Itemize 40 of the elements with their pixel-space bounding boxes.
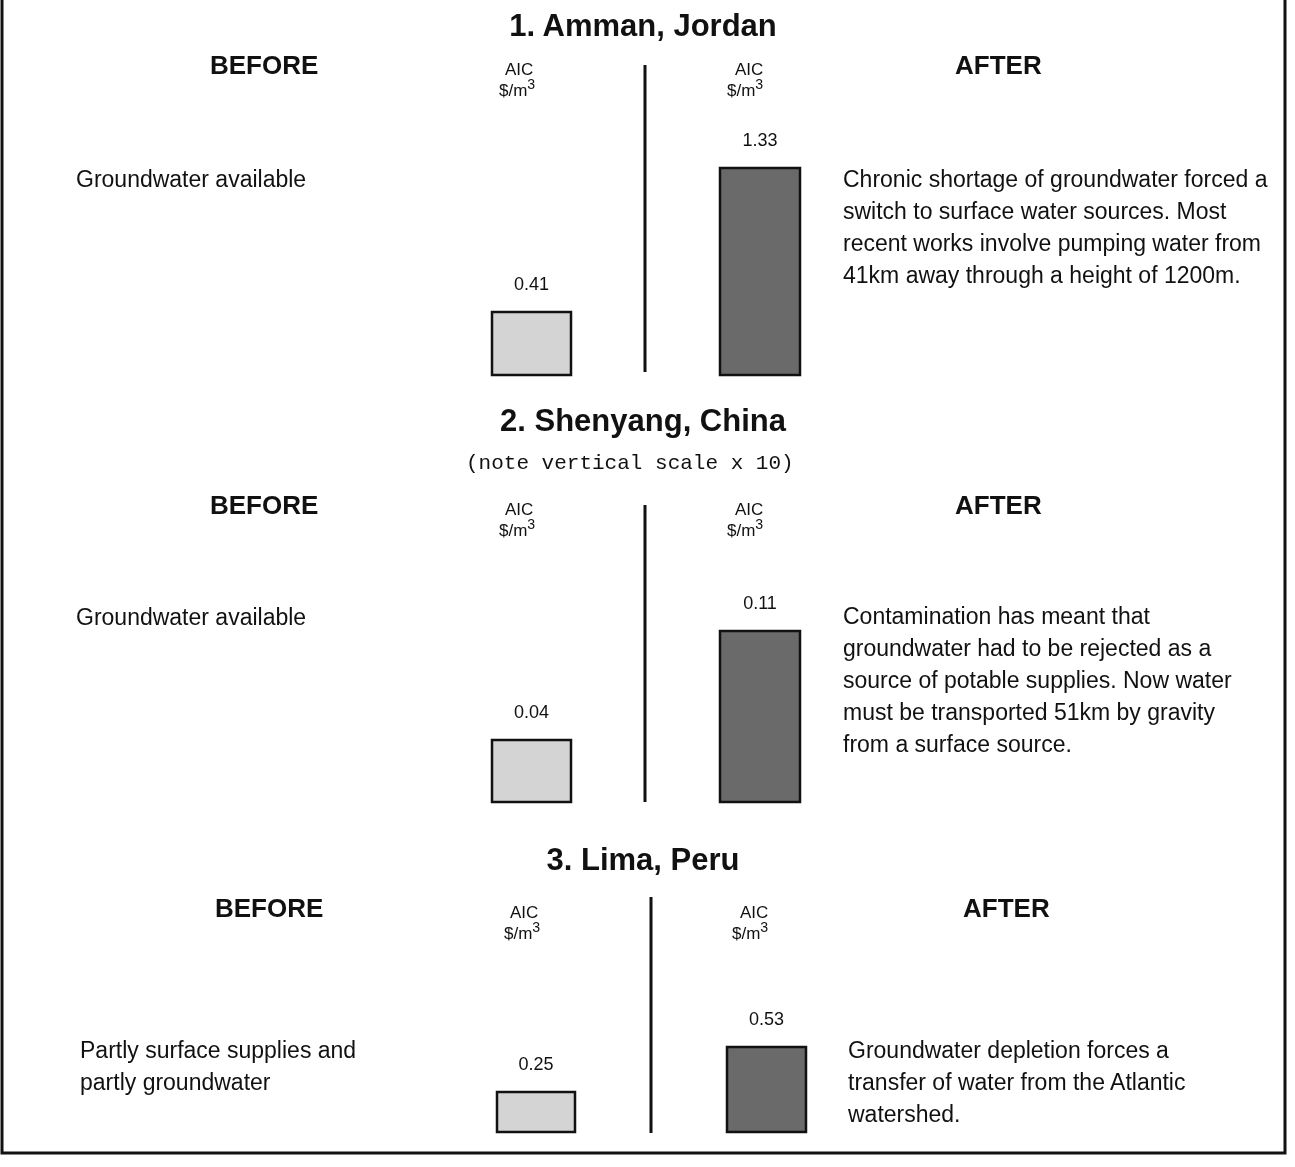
axis-label: AIC — [740, 903, 769, 922]
unit-label: $/m$^{3}$ — [727, 76, 764, 101]
column-heading: BEFORE — [215, 893, 324, 924]
unit-label: $/m$^{3}$ — [504, 919, 541, 944]
column-heading: AFTER — [955, 490, 1042, 521]
axis-label: AIC — [505, 60, 534, 79]
section-title: 1. Amman, Jordan — [508, 8, 778, 44]
unit-label: $/m$^{3}$ — [499, 76, 536, 101]
bar — [718, 166, 802, 377]
section-title: 3. Lima, Peru — [545, 842, 741, 878]
axis-label: AIC — [510, 903, 539, 922]
value-label: 0.25 — [517, 1054, 555, 1075]
bar — [718, 629, 802, 804]
column-heading: BEFORE — [210, 50, 319, 81]
unit-label: $/m$^{3}$ — [727, 516, 764, 541]
bar — [725, 1045, 808, 1134]
axis-label: AIC — [505, 500, 534, 519]
value-label: 0.11 — [742, 593, 778, 614]
value-label: 0.41 — [512, 274, 550, 295]
column-heading: AFTER — [955, 50, 1042, 81]
description-text: Contamination has meant that groundwater had to be rejected as a source of potable supplies. Now water must be transported 51km by gravity from a surface source. — [843, 602, 1233, 759]
bar — [495, 1090, 577, 1134]
description-text: Partly surface supplies and partly groundwater — [80, 1036, 358, 1097]
value-label: 0.04 — [512, 702, 550, 723]
unit-label: $/m$^{3}$ — [732, 919, 769, 944]
section-title: 2. Shenyang, China — [499, 403, 788, 439]
axis-label: AIC — [735, 60, 764, 79]
column-heading: AFTER — [963, 893, 1050, 924]
description-text: Groundwater available — [76, 603, 307, 632]
note-text: (note vertical scale x 10) — [466, 452, 794, 475]
description-text: Chronic shortage of groundwater forced a switch to surface water sources. Most recent works involve pumping water from 41km away through a height of 1200m. — [843, 165, 1269, 290]
bar — [490, 310, 573, 377]
unit-label: $/m$^{3}$ — [499, 516, 536, 541]
column-heading: BEFORE — [210, 490, 319, 521]
value-label: 0.53 — [747, 1009, 785, 1030]
description-text: Groundwater available — [76, 165, 307, 194]
description-text: Groundwater depletion forces a transfer of water from the Atlantic watershed. — [848, 1036, 1187, 1129]
value-label: 1.33 — [741, 130, 779, 151]
bar — [490, 738, 573, 804]
axis-label: AIC — [735, 500, 764, 519]
